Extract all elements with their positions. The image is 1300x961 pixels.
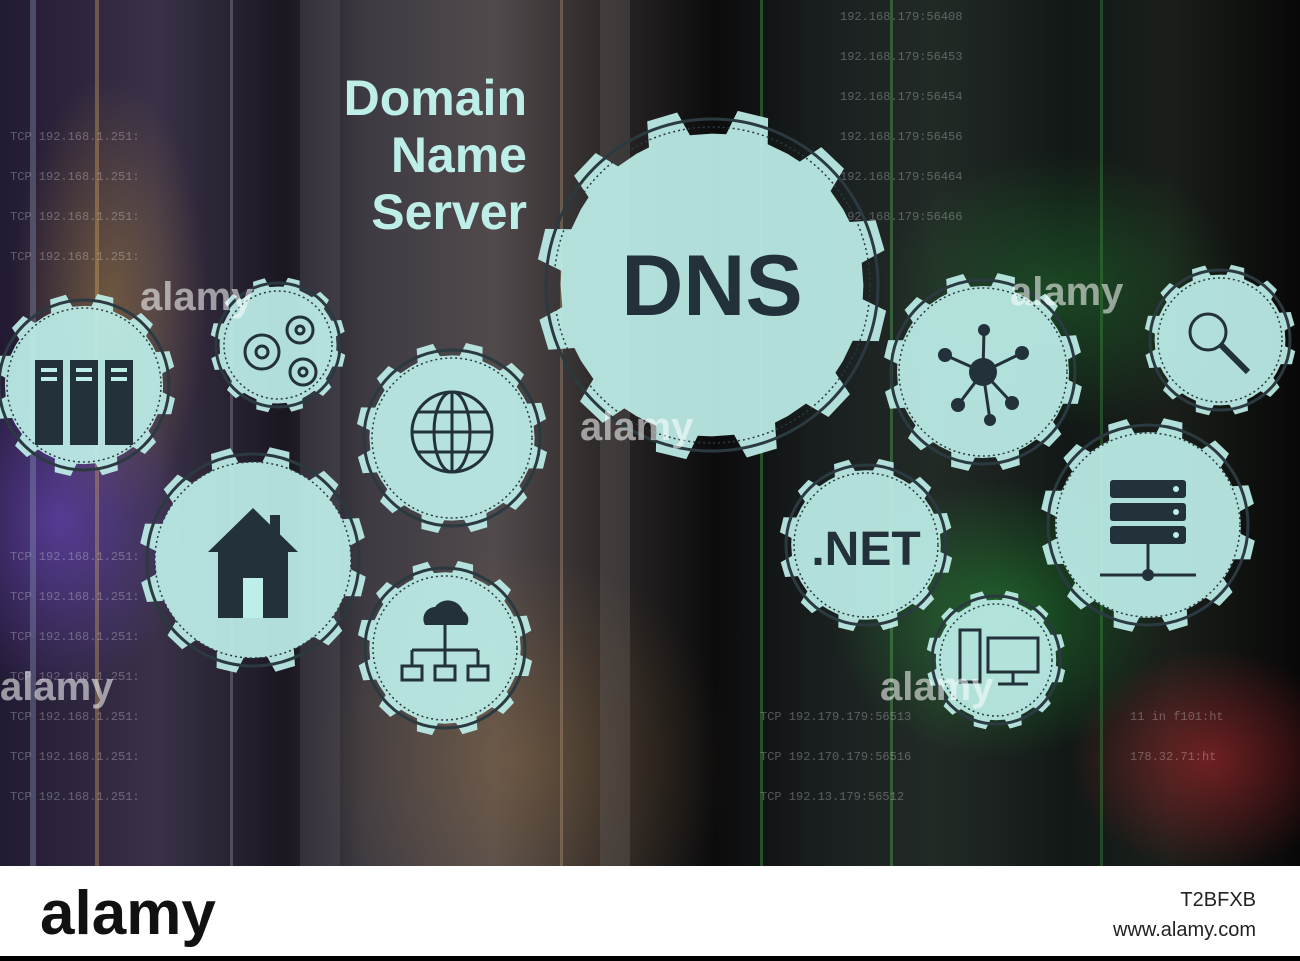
svg-text:TCP 192.168.1.251:: TCP 192.168.1.251: — [10, 590, 140, 604]
svg-text:TCP 192.168.1.251:: TCP 192.168.1.251: — [10, 790, 140, 804]
house-icon — [208, 508, 298, 618]
alamy-logo: alamy — [40, 879, 216, 948]
server-room-background: TCP 192.168.1.251: TCP 192.168.1.251: TC… — [0, 0, 1300, 866]
svg-text:TCP 192.13.179:56512: TCP 192.13.179:56512 — [760, 790, 904, 804]
stock-url: www.alamy.com — [1112, 919, 1256, 941]
desktop-computer-icon — [958, 628, 1040, 686]
overlay-watermark-2: alamy — [580, 405, 694, 449]
headline-line3: Server — [371, 184, 527, 240]
icon-layer: DNS .NET — [35, 238, 1251, 686]
svg-text:TCP 192.168.1.251:: TCP 192.168.1.251: — [10, 670, 140, 684]
cogs-icon — [243, 315, 318, 387]
net-text-icon: .NET — [811, 523, 920, 576]
headline-line1: Domain — [344, 70, 527, 126]
overlay-watermark-5: alamy — [880, 665, 994, 709]
svg-text:TCP 192.168.1.251:: TCP 192.168.1.251: — [10, 210, 140, 224]
headline: Domain Name Server — [344, 70, 527, 240]
svg-text:192.168.179:56456: 192.168.179:56456 — [840, 130, 962, 144]
svg-text:192.168.179:56408: 192.168.179:56408 — [840, 10, 962, 24]
stock-footer: alamy T2BFXB www.alamy.com — [0, 866, 1300, 956]
svg-text:TCP 192.168.1.251:: TCP 192.168.1.251: — [10, 550, 140, 564]
database-server-icon — [1100, 480, 1196, 581]
gear-desktop-computer — [926, 590, 1066, 730]
svg-text:TCP 192.168.1.251:: TCP 192.168.1.251: — [10, 710, 140, 724]
headline-line2: Name — [391, 127, 527, 183]
svg-text:TCP 192.168.1.251:: TCP 192.168.1.251: — [10, 170, 140, 184]
overlay-watermark-1: alamy — [140, 275, 254, 319]
magnifier-icon — [1188, 312, 1251, 375]
network-hub-icon — [938, 324, 1029, 426]
svg-text:178.32.71:ht: 178.32.71:ht — [1130, 750, 1216, 764]
gear-database-server — [1041, 418, 1255, 632]
svg-text:11 in f101:ht: 11 in f101:ht — [1130, 710, 1224, 724]
svg-text:TCP 192.168.1.251:: TCP 192.168.1.251: — [10, 250, 140, 264]
globe-icon — [410, 390, 494, 474]
svg-text:TCP 192.168.1.251:: TCP 192.168.1.251: — [10, 750, 140, 764]
svg-text:TCP 192.168.1.251:: TCP 192.168.1.251: — [10, 130, 140, 144]
dns-text-icon: DNS — [621, 238, 803, 334]
server-rack-icon — [35, 360, 133, 445]
svg-text:TCP 192.170.179:56516: TCP 192.170.179:56516 — [760, 750, 911, 764]
gear-magnifier — [1144, 264, 1296, 416]
cloud-network-icon — [400, 600, 490, 682]
alamy-overlay-watermarks: alamy alamy alamy alamy alamy — [0, 270, 1124, 709]
overlay-watermark-4: alamy — [0, 665, 114, 709]
svg-text:192.168.179:56464: 192.168.179:56464 — [840, 170, 962, 184]
svg-text:192.168.179:56466: 192.168.179:56466 — [840, 210, 962, 224]
svg-text:192.168.179:56454: 192.168.179:56454 — [840, 90, 962, 104]
data-overlay: TCP 192.168.1.251: TCP 192.168.1.251: TC… — [0, 0, 1296, 866]
svg-text:TCP 192.179.179:56513: TCP 192.179.179:56513 — [760, 710, 911, 724]
overlay-watermark-3: alamy — [1010, 270, 1124, 314]
gear-dns-text — [537, 110, 887, 460]
stock-image-id: T2BFXB — [1180, 889, 1256, 911]
svg-text:TCP 192.168.1.251:: TCP 192.168.1.251: — [10, 630, 140, 644]
gear-net-text — [779, 458, 953, 632]
svg-text:192.168.179:56453: 192.168.179:56453 — [840, 50, 962, 64]
